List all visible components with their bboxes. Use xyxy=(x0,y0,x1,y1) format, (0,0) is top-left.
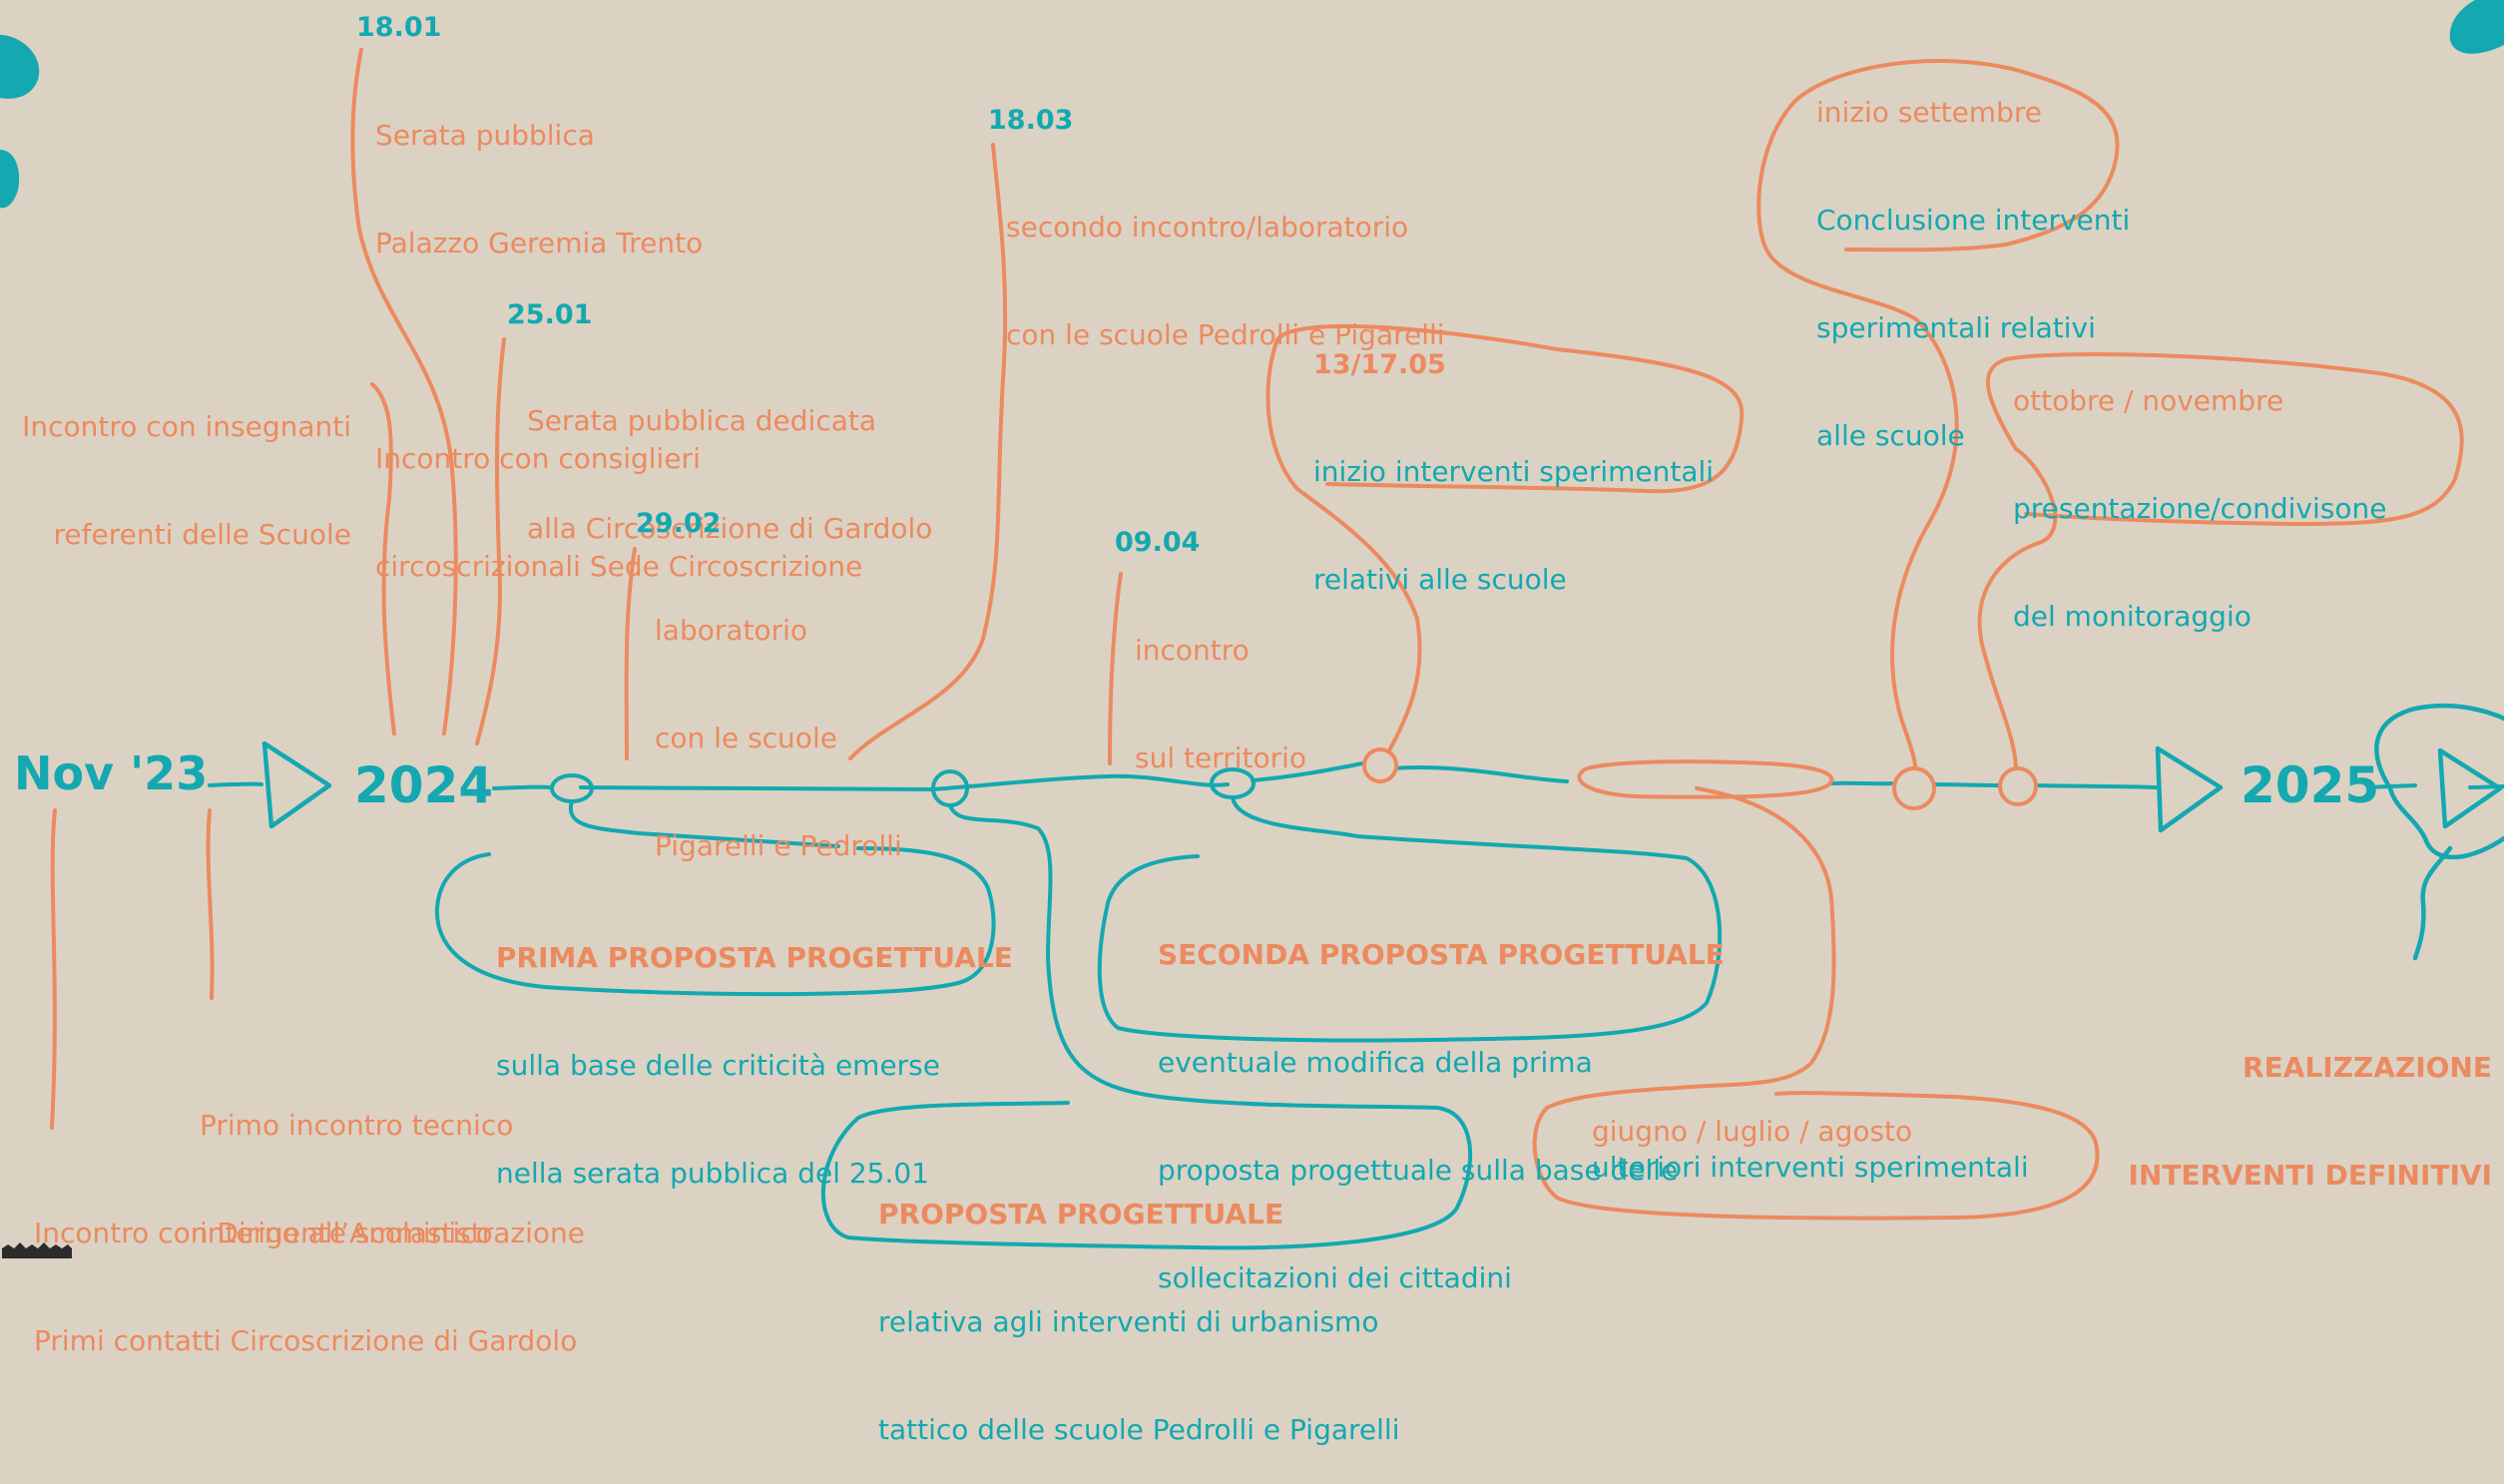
milestone-date: 18.03 xyxy=(988,105,1074,136)
milestone-2902-text: laboratorio con le scuole Pigarelli e Pe… xyxy=(655,614,902,862)
proposal-bubbles xyxy=(434,795,1723,1250)
milestone-date: ottobre / novembre xyxy=(2013,384,2284,417)
decorative-blob-left xyxy=(0,150,20,209)
decorative-blob-top-left xyxy=(0,35,40,99)
milestone-ottnov-text: presentazione/condivisone del monitoragg… xyxy=(2013,492,2387,633)
timeline-drawing xyxy=(0,0,2504,1250)
proposal-seconda: SECONDA PROPOSTA PROGETTUALE eventuale m… xyxy=(1158,938,1725,1294)
milestone-2501-text: Serata pubblica dedicata alla Circoscriz… xyxy=(527,404,933,545)
emblem-icon xyxy=(2,1242,72,1258)
milestone-connectors xyxy=(50,48,2464,1221)
milestone-1803-text: secondo incontro/laboratorio con le scuo… xyxy=(1006,211,1445,351)
milestone-date: giugno / luglio / agosto xyxy=(1592,1115,1913,1148)
milestone-0904-text: incontro sul territorio xyxy=(1135,634,1307,774)
milestone-date: inizio settembre xyxy=(1816,96,2042,129)
milestone-date: 13/17.05 xyxy=(1313,349,1446,380)
arrow-icon xyxy=(261,703,2504,961)
proposal-prima: PRIMA PROPOSTA PROGETTUALE sulla base de… xyxy=(496,941,1013,1190)
milestone-1317-text: inizio interventi sperimentali relativi … xyxy=(1313,455,1715,596)
milestone-date: 09.04 xyxy=(1115,527,1201,558)
milestone-date: 25.01 xyxy=(507,299,593,330)
milestone-date: 18.01 xyxy=(356,12,442,43)
timeline-start-label: Nov '23 xyxy=(14,746,209,800)
year-2024-label: 2024 xyxy=(354,756,494,814)
milestone-1801-text: Serata pubblica Palazzo Geremia Trento I… xyxy=(375,119,863,583)
year-2025-label: 2025 xyxy=(2241,756,2380,814)
milestone-estate-text: ulteriori interventi sperimentali xyxy=(1592,1151,2029,1184)
milestone-settembre-text: Conclusione interventi sperimentali rela… xyxy=(1816,204,2131,452)
milestone-date: 29.02 xyxy=(636,508,722,539)
milestone-insegnanti-text: Incontro con insegnanti referenti delle … xyxy=(22,410,351,551)
milestone-tecnico-text: Primo incontro tecnico interno all’Ammin… xyxy=(200,1109,585,1249)
decorative-blob-top-right xyxy=(2449,0,2504,54)
milestone-realizzazione-text: REALIZZAZIONE INTERVENTI DEFINITIVI xyxy=(2128,1051,2492,1192)
